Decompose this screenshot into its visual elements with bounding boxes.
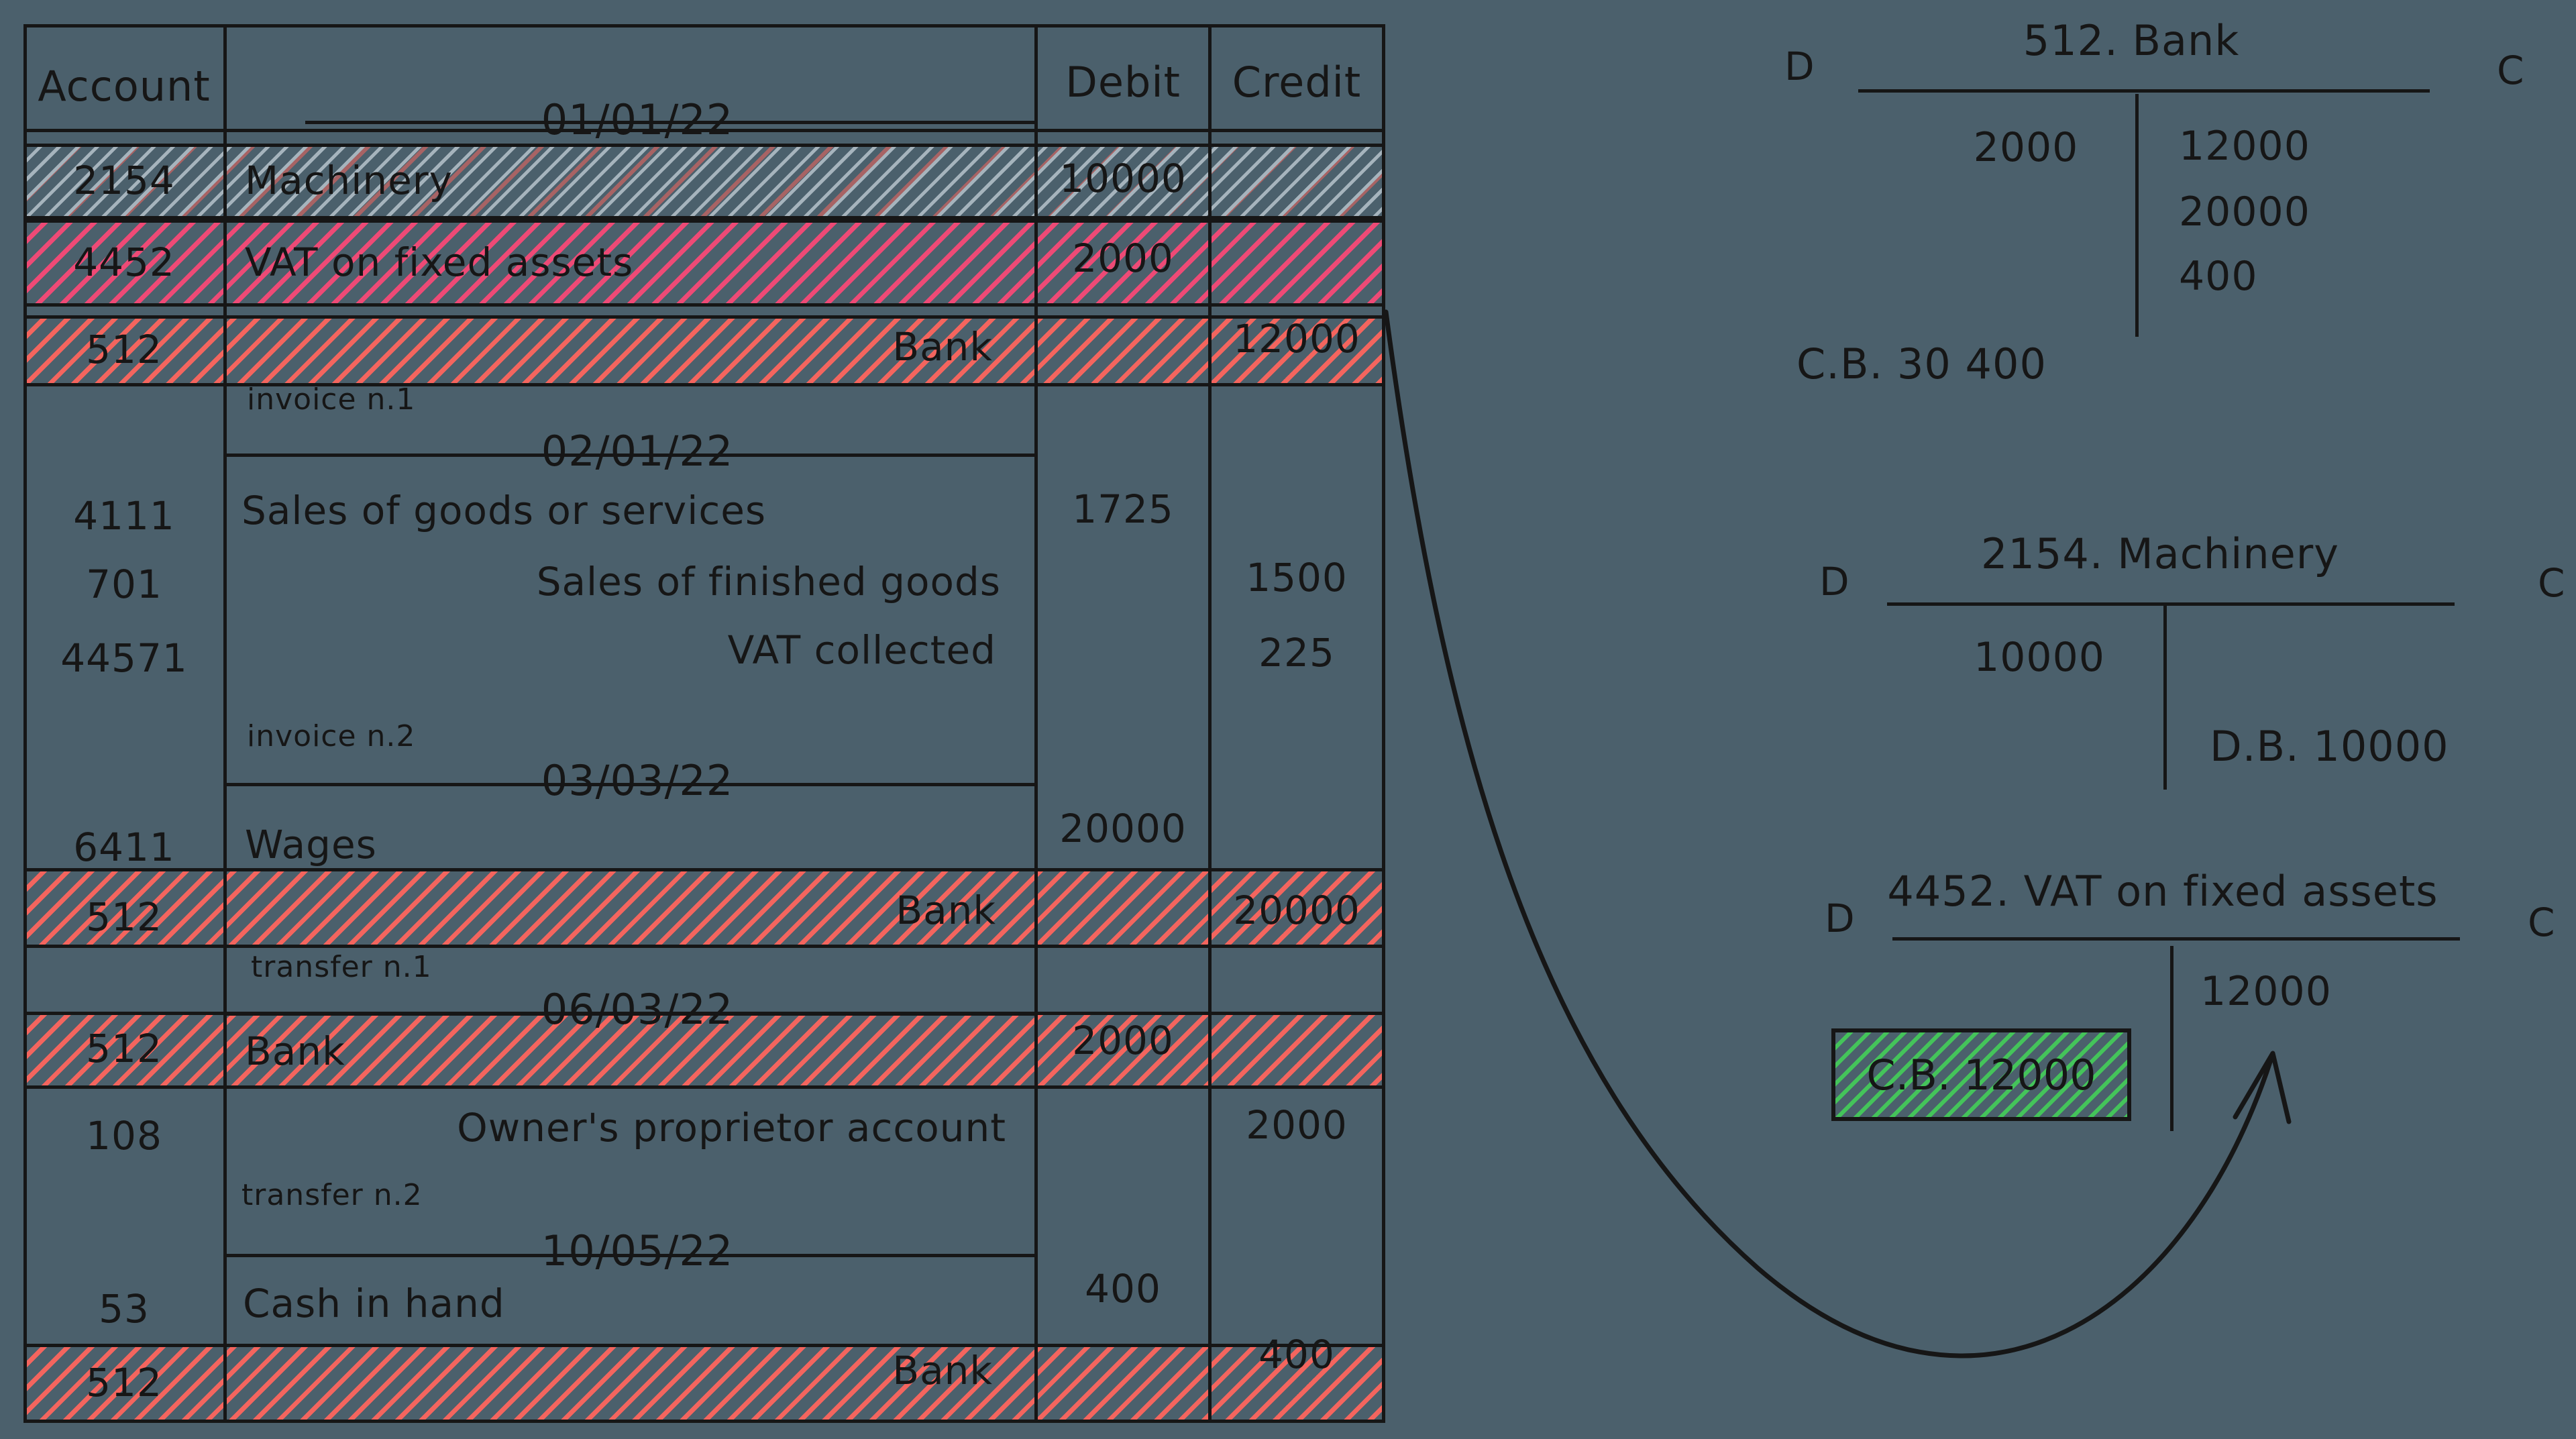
entry3-line1-description: Wages [245, 822, 377, 867]
entry2-line2-credit: 1500 [1246, 555, 1348, 600]
date-line-1 [305, 121, 1034, 124]
entry5-line1-debit: 400 [1085, 1266, 1161, 1312]
entry1-line2-debit: 2000 [1072, 235, 1174, 281]
t-account-machinery-debit-balance: D.B. 10000 [2210, 722, 2449, 771]
date-line-5 [225, 1254, 1034, 1257]
entry1-line1-account: 2154 [73, 158, 175, 203]
t-account-machinery-title: 2154. Machinery [1981, 529, 2339, 578]
entry2-line1-debit: 1725 [1072, 486, 1174, 532]
entry1-line3-description: Bank [892, 324, 993, 370]
entry5-line1-account: 53 [99, 1286, 150, 1332]
t-account-machinery-debit-label: D [1819, 559, 1850, 604]
entry4-note: transfer n.2 [241, 1178, 423, 1212]
t-account-bank-closing-balance: C.B. 30 400 [1796, 339, 2047, 388]
entry3-line2-credit: 20000 [1233, 888, 1360, 933]
t-account-bank-credit-2: 400 [2179, 253, 2258, 300]
date-line-3 [225, 783, 1034, 786]
column-line-account [223, 24, 227, 1423]
entry1-line1-description: Machinery [245, 158, 453, 203]
entry3-note: transfer n.1 [251, 950, 432, 984]
t-account-machinery-top-line [1887, 602, 2455, 606]
entry5-line2-account: 512 [86, 1360, 162, 1405]
journal-row-highlight-machinery [23, 144, 1385, 219]
date-line-2 [225, 454, 1034, 457]
entry5-line2-credit: 400 [1258, 1332, 1335, 1377]
entry4-line2-account: 108 [86, 1113, 162, 1159]
entry4-line2-description: Owner's proprietor account [457, 1105, 1006, 1151]
journal-row-highlight-bank-2 [23, 868, 1385, 948]
header-credit: Credit [1232, 58, 1362, 107]
entry1-line2-description: VAT on fixed assets [245, 239, 634, 285]
entry3-line2-account: 512 [86, 894, 162, 940]
header-bottom-line [23, 129, 1385, 132]
t-account-bank-divider-line [2135, 94, 2139, 337]
entry1-line2-account: 4452 [73, 239, 175, 285]
entry3-line1-debit: 20000 [1059, 806, 1187, 851]
entry1-line3-credit: 12000 [1233, 316, 1360, 362]
entry1-note: invoice n.1 [247, 382, 416, 417]
entry4-line2-credit: 2000 [1246, 1102, 1348, 1148]
date-line-4 [225, 1012, 1034, 1016]
date-2: 02/01/22 [541, 427, 734, 476]
entry2-line2-account: 701 [86, 562, 162, 607]
entry4-line1-description: Bank [245, 1028, 345, 1074]
entry2-line3-credit: 225 [1258, 630, 1335, 676]
closing-balance-label: C.B. 12000 [1866, 1050, 2096, 1100]
t-account-bank-debit-0: 2000 [1973, 124, 2079, 171]
t-account-bank-credit-label: C [2497, 48, 2525, 93]
t-account-vat-debit-label: D [1825, 896, 1856, 941]
date-4: 06/03/22 [541, 985, 734, 1034]
entry5-line2-description: Bank [892, 1348, 993, 1393]
header-account: Account [38, 62, 211, 111]
date-5: 10/05/22 [541, 1226, 734, 1275]
column-line-debit [1034, 24, 1038, 1423]
t-account-machinery-debit-0: 10000 [1974, 634, 2105, 681]
entry1-line3-account: 512 [86, 327, 162, 372]
journal-table [23, 24, 1385, 1423]
entry4-line1-debit: 2000 [1072, 1018, 1174, 1063]
t-account-bank-top-line [1858, 89, 2430, 93]
t-account-bank-credit-1: 20000 [2179, 189, 2310, 235]
t-account-machinery-divider-line [2163, 606, 2167, 790]
entry3-line1-account: 6411 [73, 824, 175, 870]
entry2-note: invoice n.2 [247, 719, 416, 753]
date-1: 01/01/22 [541, 95, 734, 144]
t-account-bank-credit-0: 12000 [2179, 123, 2310, 170]
t-account-bank-title: 512. Bank [2023, 16, 2240, 65]
entry3-line2-description: Bank [896, 888, 996, 933]
t-account-vat-credit-0: 12000 [2200, 968, 2332, 1015]
t-account-vat-divider-line [2170, 946, 2174, 1131]
entry2-line2-description: Sales of finished goods [536, 559, 1001, 604]
closing-balance-box: C.B. 12000 [1831, 1028, 2131, 1121]
entry2-line3-account: 44571 [60, 635, 188, 681]
entry1-line1-debit: 10000 [1059, 156, 1187, 201]
t-account-machinery-credit-label: C [2538, 560, 2566, 606]
column-line-credit [1208, 24, 1212, 1423]
t-account-vat-credit-label: C [2528, 900, 2556, 945]
entry2-line1-account: 4111 [73, 493, 175, 539]
entry2-line3-description: VAT collected [727, 627, 996, 673]
entry4-line1-account: 512 [86, 1026, 162, 1071]
entry5-line1-description: Cash in hand [243, 1281, 505, 1326]
date-3: 03/03/22 [541, 756, 734, 805]
t-account-vat-title: 4452. VAT on fixed assets [1887, 867, 2438, 916]
header-debit: Debit [1065, 58, 1181, 107]
t-account-bank-debit-label: D [1784, 44, 1815, 89]
journal-row-highlight-bank-1 [23, 315, 1385, 386]
entry2-line1-description: Sales of goods or services [241, 488, 767, 533]
t-account-vat-top-line [1892, 937, 2460, 941]
journal-row-highlight-vat [23, 219, 1385, 307]
journal-row-highlight-bank-3 [23, 1012, 1385, 1089]
